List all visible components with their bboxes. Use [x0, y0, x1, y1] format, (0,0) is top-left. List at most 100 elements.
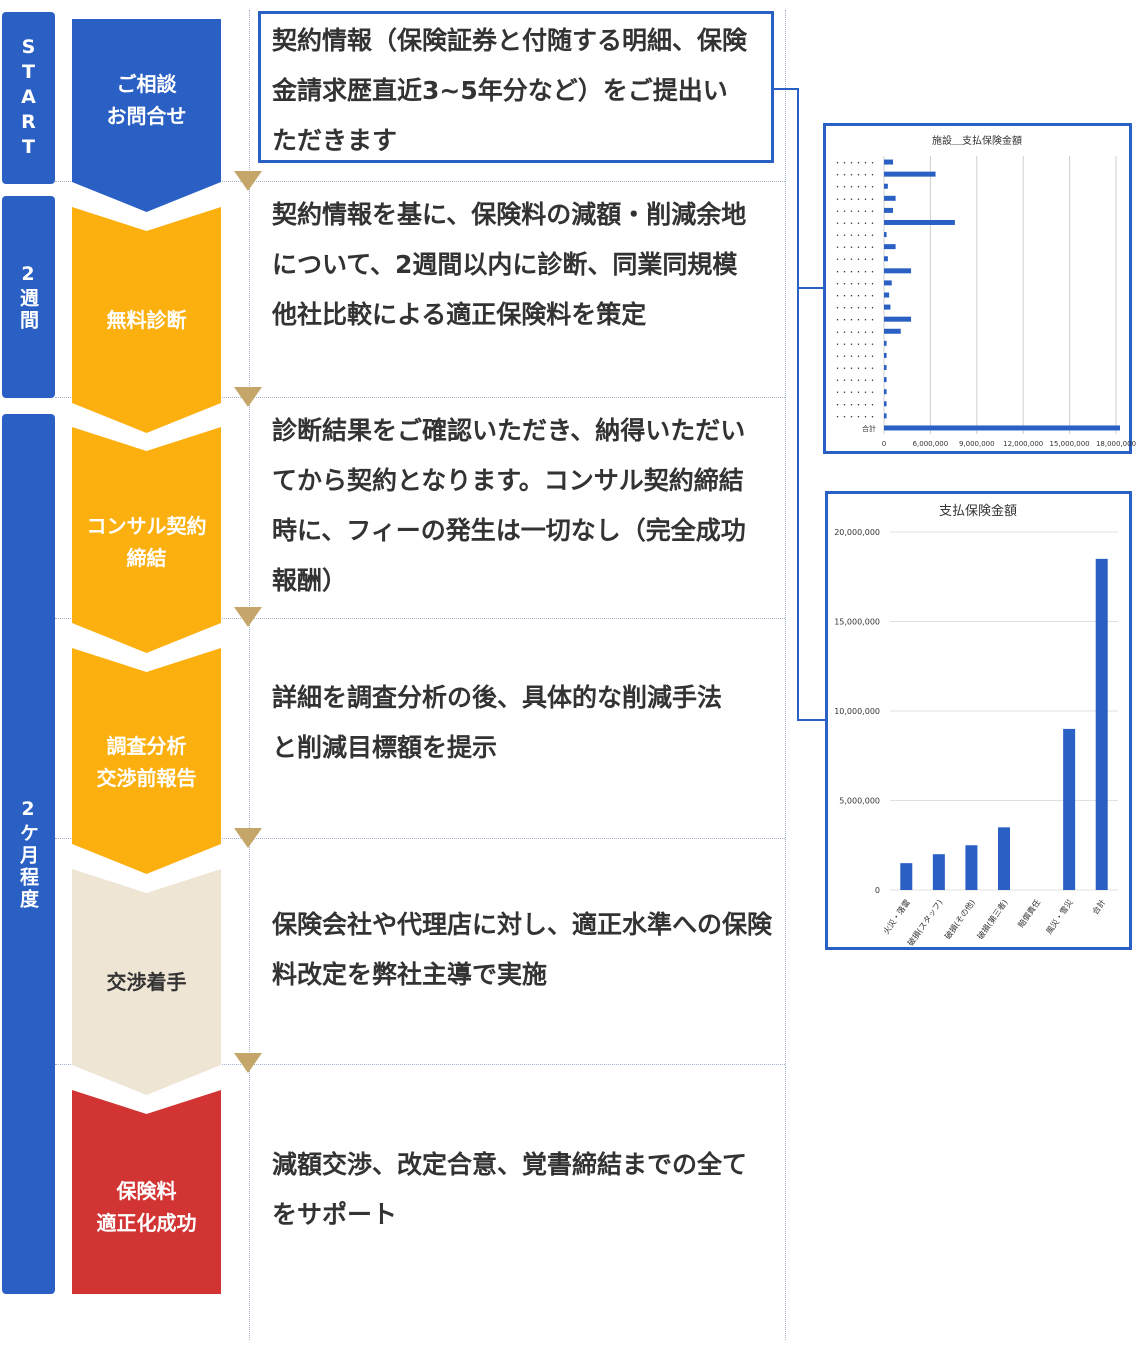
bar — [884, 171, 936, 177]
connector-line — [797, 719, 825, 721]
step-negotiation-desc: 保険会社や代理店に対し、適正水準への保険料改定を弊社主導で実施 — [272, 910, 773, 989]
bar — [900, 863, 913, 890]
category-label: ・・・・・・ — [834, 316, 876, 324]
category-label: ・・・・・・ — [834, 292, 876, 300]
tick-label: 0 — [882, 440, 886, 448]
bar — [884, 256, 888, 262]
step-consulting-contract-label: コンサル契約締結 — [86, 514, 207, 570]
category-label: ・・・・・・ — [834, 183, 876, 191]
tick-label: 18,000,000 — [1096, 440, 1136, 448]
tick-label: 12,000,000 — [1003, 440, 1043, 448]
category-label: ・・・・・・ — [834, 219, 876, 227]
category-label: ・・・・・・ — [834, 256, 876, 264]
category-label: 風災・雪災 — [1044, 898, 1074, 936]
step-negotiation-label: 交渉着手 — [106, 970, 187, 994]
bar — [884, 413, 887, 419]
tick-label: 6,000,000 — [913, 440, 949, 448]
category-label: ・・・・・・ — [834, 171, 876, 179]
row-divider — [55, 618, 785, 619]
bar — [884, 183, 888, 189]
connector-line — [797, 88, 799, 720]
bar — [884, 280, 892, 286]
tick-label: 15,000,000 — [834, 618, 880, 627]
bar — [884, 377, 887, 383]
category-label: ・・・・・・ — [834, 280, 876, 288]
category-label: ・・・・・・ — [834, 244, 876, 252]
bar — [884, 195, 896, 201]
tick-label: 15,000,000 — [1050, 440, 1090, 448]
category-label: 破損(第三者) — [975, 897, 1010, 941]
category-label: ・・・・・・ — [834, 232, 876, 240]
bar — [884, 268, 912, 274]
down-arrow-icon — [234, 387, 262, 407]
connector-line — [774, 88, 798, 90]
category-label: ・・・・・・ — [834, 159, 876, 167]
category-label: ・・・・・・ — [834, 207, 876, 215]
bar — [884, 328, 901, 334]
step-consultation-label: ご相談お問合せ — [106, 72, 187, 128]
bar — [965, 845, 978, 890]
step-success-shape — [72, 1090, 221, 1294]
bar — [884, 304, 891, 310]
tick-label: 10,000,000 — [834, 707, 880, 716]
chart-title: 支払保険金額 — [939, 503, 1017, 519]
bar — [1095, 558, 1108, 890]
step-free-diagnosis-label: 無料診断 — [106, 308, 187, 332]
category-label: 破損(その他) — [942, 897, 977, 941]
step-success-label: 保険料適正化成功 — [96, 1179, 197, 1235]
phase-two-months: 2ケ月程度 — [2, 414, 55, 1294]
row-divider — [55, 397, 785, 398]
tick-label: 9,000,000 — [959, 440, 995, 448]
guide-line-left — [249, 10, 250, 1340]
payout-chart: 支払保険金額 0 5,000,000 10,000,000 15,000,000 20,0… — [834, 503, 1118, 948]
category-label: 合計 — [1090, 897, 1107, 916]
down-arrow-icon — [234, 1053, 262, 1073]
step-consultation-shape — [72, 19, 221, 212]
tick-label: 0 — [875, 886, 880, 895]
category-label: 合計 — [862, 424, 876, 433]
step-consulting-contract-shape — [72, 427, 221, 653]
category-label: ・・・・・・ — [834, 401, 876, 409]
tick-label: 5,000,000 — [839, 797, 880, 806]
category-label: 火災・落雷 — [881, 897, 912, 936]
category-label: ・・・・・・ — [834, 195, 876, 203]
bar — [884, 316, 912, 322]
bar — [1063, 728, 1076, 890]
bar — [884, 159, 894, 165]
category-label: ・・・・・・ — [834, 413, 876, 421]
tick-label: 20,000,000 — [834, 528, 880, 537]
step-success-desc: 減額交渉、改定合意、覚書締結までの全てをサポート — [272, 1150, 748, 1229]
category-label: 破損(スタッフ) — [905, 897, 944, 947]
step-analysis-label: 調査分析交渉前報告 — [96, 734, 197, 790]
down-arrow-icon — [234, 607, 262, 627]
bar — [884, 244, 896, 250]
bar — [884, 292, 890, 298]
category-label: ・・・・・・ — [834, 328, 876, 336]
category-label: ・・・・・・ — [834, 365, 876, 373]
down-arrow-icon — [234, 828, 262, 848]
bar — [884, 340, 887, 346]
phase-start: START — [2, 12, 55, 184]
step-negotiation-shape — [72, 869, 221, 1095]
category-label: 賠償責任 — [1016, 897, 1043, 929]
bar — [932, 854, 945, 890]
bar — [884, 232, 887, 238]
down-arrow-icon — [234, 171, 262, 191]
category-label: ・・・・・・ — [834, 304, 876, 312]
bar — [884, 352, 887, 358]
phase-two-weeks: 2週間 — [2, 196, 55, 398]
bar — [884, 207, 894, 213]
step-free-diagnosis-desc: 契約情報を基に、保険料の減額・削減余地について、2週間以内に診断、同業同規模他社… — [272, 200, 747, 329]
category-label: ・・・・・・ — [834, 268, 876, 276]
step-consultation-highlight-box — [258, 11, 774, 163]
step-free-diagnosis-shape — [72, 207, 221, 433]
step-consulting-contract-desc: 診断結果をご確認いただき、納得いただいてから契約となります。コンサル契約締結時に… — [272, 416, 746, 595]
category-label: ・・・・・・ — [834, 340, 876, 348]
row-divider — [55, 1064, 785, 1065]
category-label: ・・・・・・ — [834, 389, 876, 397]
payout-chart-frame: 支払保険金額 0 5,000,000 10,000,000 15,000,000 20,0… — [825, 491, 1132, 950]
connector-line — [797, 287, 825, 289]
row-divider — [55, 181, 785, 182]
